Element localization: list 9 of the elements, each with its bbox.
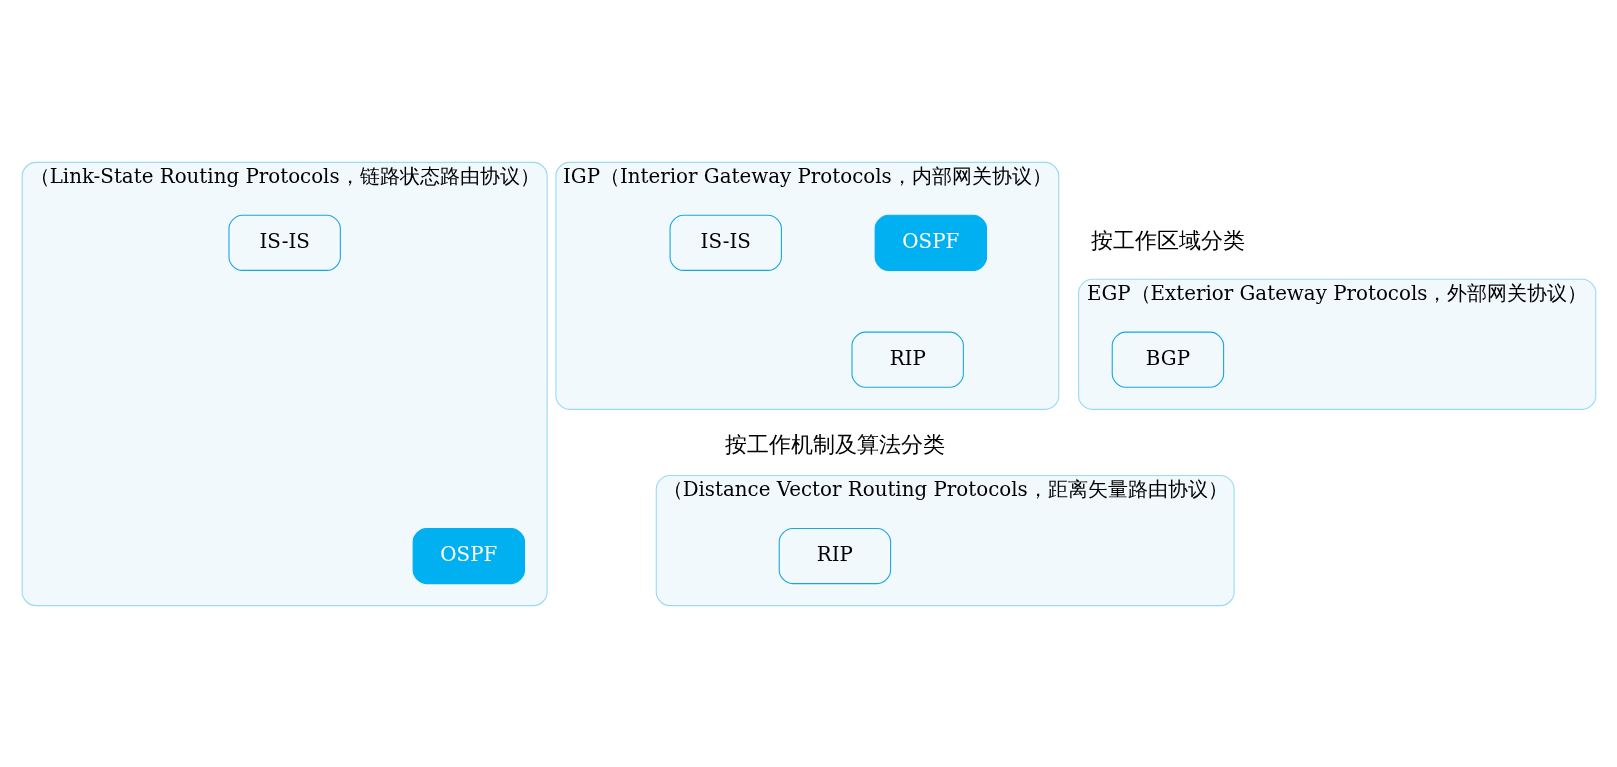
- node-box: IS-IS: [669, 214, 782, 271]
- node-box: RIP: [778, 527, 891, 584]
- label: 按工作机制及算法分类: [724, 431, 945, 457]
- node-box: IS-IS: [227, 214, 341, 271]
- label: 按工作区域分类: [1090, 227, 1245, 253]
- node-box: BGP: [1111, 331, 1224, 388]
- node-box: OSPF: [874, 214, 987, 271]
- node-box: RIP: [850, 331, 964, 388]
- node-box: OSPF: [412, 527, 525, 584]
